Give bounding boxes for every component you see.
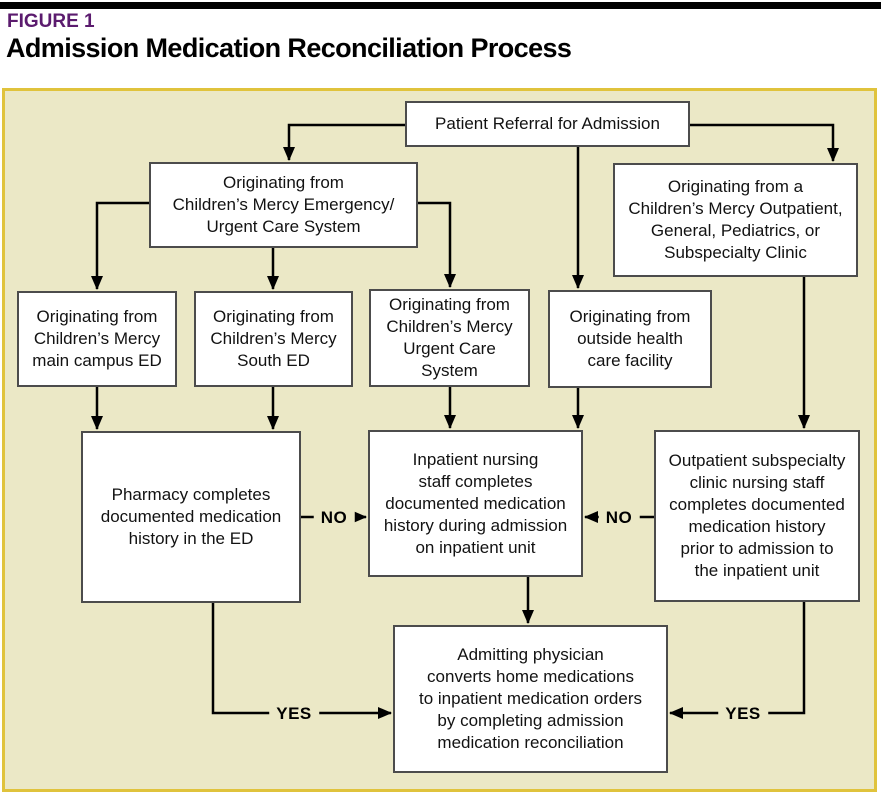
node-main-campus-ed: Originating from Children’s Mercy main c… (17, 291, 177, 387)
node-admitting-physician-reconciliation: Admitting physician converts home medica… (393, 625, 668, 773)
node-emergency-urgent-care-system: Originating from Children’s Mercy Emerge… (149, 162, 418, 248)
label-no-right: NO (598, 508, 640, 528)
node-inpatient-nursing-history: Inpatient nursing staff completes docume… (368, 430, 583, 577)
node-outside-health-care-facility: Originating from outside health care fac… (548, 290, 712, 388)
node-outpatient-subspecialty-history: Outpatient subspecialty clinic nursing s… (654, 430, 860, 602)
node-urgent-care-system: Originating from Children’s Mercy Urgent… (369, 289, 530, 387)
top-rule (0, 2, 881, 9)
edge-referral-to-emergency (283, 123, 405, 161)
node-outpatient-clinic: Originating from a Children’s Mercy Outp… (613, 163, 858, 277)
label-no-left: NO (313, 508, 355, 528)
node-patient-referral: Patient Referral for Admission (405, 101, 690, 147)
label-yes-left: YES (269, 704, 319, 724)
node-south-ed: Originating from Children’s Mercy South … (194, 291, 353, 387)
figure-label: FIGURE 1 (7, 11, 95, 32)
edge-outpatient-sub-yes-admitting (669, 602, 806, 719)
node-pharmacy-completes-history: Pharmacy completes documented medication… (81, 431, 301, 603)
edge-referral-to-clinic (690, 123, 839, 162)
edge-emergency-to-main-ed (91, 201, 149, 290)
label-yes-right: YES (718, 704, 768, 724)
edge-pharmacy-yes-admitting (211, 603, 392, 719)
edge-emergency-to-urgent (418, 201, 456, 288)
figure-title: Admission Medication Reconciliation Proc… (6, 33, 572, 63)
